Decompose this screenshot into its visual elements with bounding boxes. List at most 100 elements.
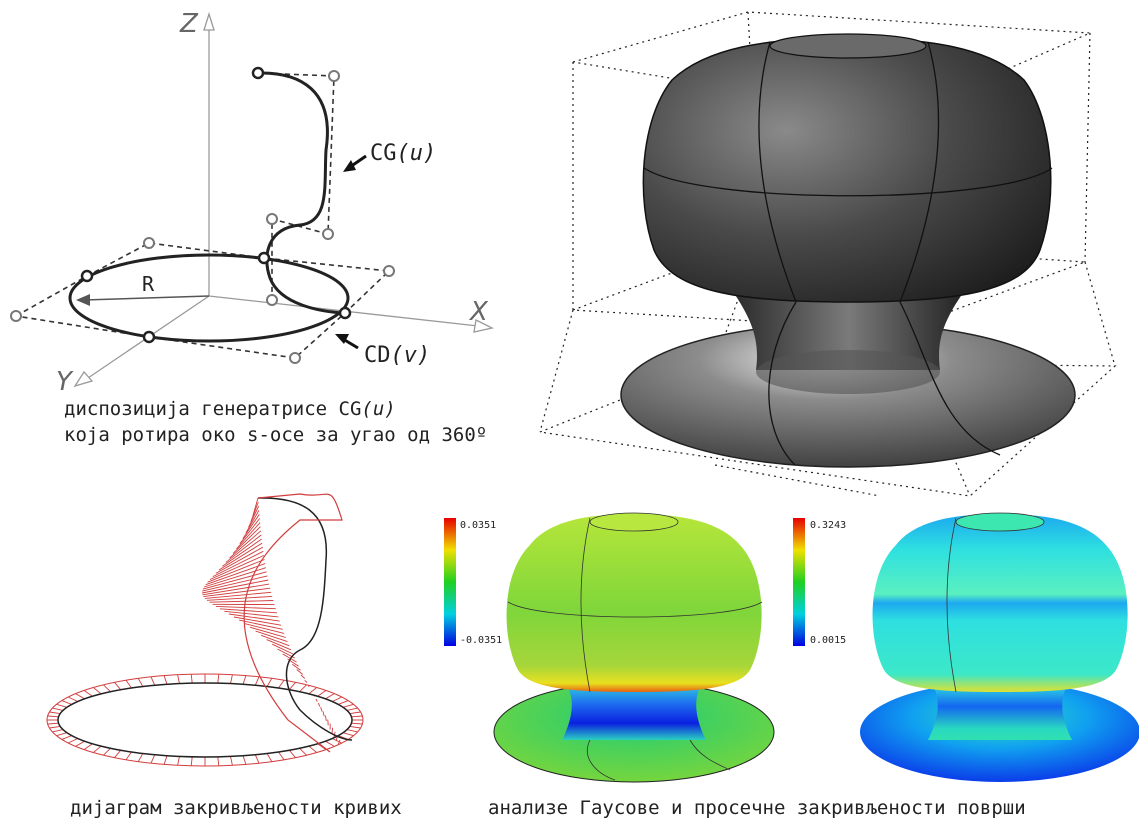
comb-tooth	[215, 546, 264, 574]
comb-tooth	[215, 605, 276, 610]
comb-tooth	[322, 711, 325, 717]
comb-tooth	[244, 623, 285, 634]
x-axis-arrow-icon	[473, 319, 494, 333]
comb-tooth	[266, 639, 292, 651]
comb-tooth	[332, 696, 342, 702]
comb-tooth	[325, 693, 335, 700]
radius-arrow-icon	[76, 294, 90, 306]
comb-tooth	[288, 750, 296, 758]
comb-generatrix	[257, 497, 353, 741]
schematic-caption: диспозиција генератрисе CG(u) која ротир…	[64, 396, 487, 448]
surface-analysis-caption: анализе Гаусове и просечне закривљености…	[488, 797, 1026, 819]
comb-tooth	[150, 676, 156, 686]
comb-tooth	[203, 587, 271, 598]
mean-neck	[928, 684, 1072, 740]
comb-tooth	[209, 600, 274, 603]
comb-tooth	[317, 690, 327, 697]
comb-tooth	[307, 685, 310, 687]
comb-tooth	[296, 669, 303, 675]
comb-tooth	[317, 702, 321, 707]
comb-tooth	[47, 722, 59, 725]
control-points	[10, 70, 395, 364]
curvature-comb	[47, 497, 363, 766]
comb-tooth	[304, 679, 308, 683]
comb-tooth	[250, 501, 259, 522]
comb-tooth	[332, 738, 342, 744]
comb-tooth	[299, 747, 307, 756]
gauss-colorbar	[444, 518, 456, 646]
curve-points	[80, 66, 352, 344]
y-axis-arrow-icon	[73, 370, 94, 388]
comb-tooth	[315, 698, 318, 702]
directrix-label: CD(v)	[364, 343, 430, 368]
comb-tooth	[83, 743, 93, 750]
comb-tooth	[190, 674, 193, 684]
comb-tooth	[242, 675, 247, 685]
surface-bulb	[642, 37, 1052, 303]
comb-tooth	[288, 682, 296, 690]
comb-tooth	[137, 753, 144, 762]
comb-tooth	[349, 725, 361, 729]
gauss-colorbar-min: -0.0351	[460, 635, 502, 646]
radius-line	[83, 295, 210, 301]
comb-tooth	[52, 729, 64, 733]
comb-tooth	[202, 579, 269, 594]
comb-tooth	[137, 678, 144, 687]
comb-tooth	[342, 703, 354, 708]
surface-top	[769, 33, 927, 59]
comb-tooth	[103, 684, 111, 693]
generatrix-curve	[257, 71, 346, 315]
comb-tooth	[249, 626, 286, 638]
comb-tooth	[252, 497, 259, 516]
surface-render	[537, 11, 1117, 497]
comb-tooth	[351, 715, 363, 718]
comb-tooth	[177, 756, 180, 766]
comb-tooth	[114, 682, 122, 690]
comb-tooth	[218, 542, 263, 571]
comb-tooth	[49, 725, 61, 729]
comb-envelope	[46, 673, 364, 767]
gaussian-curvature-analysis: 0.0351 -0.0351	[444, 512, 775, 783]
mean-colorbar	[793, 518, 805, 646]
comb-tooth	[56, 703, 68, 708]
comb-tooth	[224, 610, 279, 618]
comb-tooth	[61, 735, 72, 740]
comb-tooth	[260, 634, 290, 647]
surface-neck	[732, 290, 965, 370]
generatrix-label: CG(u)	[370, 141, 436, 166]
comb-tooth	[93, 687, 102, 695]
comb-tooth	[254, 754, 260, 764]
comb-tooth	[150, 754, 156, 764]
comb-tooth	[202, 571, 267, 590]
axes	[73, 11, 494, 388]
comb-tooth	[320, 707, 323, 712]
comb-tooth	[230, 674, 233, 684]
comb-tooth	[349, 711, 361, 715]
gauss-colorbar-max: 0.0351	[460, 520, 496, 531]
comb-tooth	[204, 591, 272, 599]
comb-tooth	[230, 756, 233, 766]
comb-tooth	[245, 510, 260, 534]
gauss-neck	[562, 684, 706, 740]
comb-tooth	[217, 674, 220, 684]
comb-tooth	[308, 745, 317, 753]
mean-colorbar-min: 0.0015	[810, 635, 846, 646]
comb-tooth	[202, 575, 268, 592]
comb-tooth	[254, 676, 260, 686]
comb-tooth	[233, 616, 282, 626]
generatrix-pointer-icon	[343, 160, 356, 172]
comb-tooth	[300, 674, 306, 679]
comb-tooth	[61, 700, 72, 705]
curvature-diagram-caption: дијаграм закривљености кривих	[70, 797, 402, 819]
comb-tooth	[225, 534, 262, 563]
comb-tooth	[217, 756, 220, 766]
comb-tooth	[219, 608, 278, 614]
comb-tooth	[209, 554, 265, 580]
comb-tooth	[125, 679, 132, 689]
comb-tooth	[202, 583, 270, 596]
comb-tooth	[242, 514, 260, 539]
comb-tooth	[212, 550, 264, 578]
comb-tooth	[49, 711, 61, 715]
comb-tooth	[68, 738, 78, 744]
comb-tooth	[75, 740, 85, 747]
